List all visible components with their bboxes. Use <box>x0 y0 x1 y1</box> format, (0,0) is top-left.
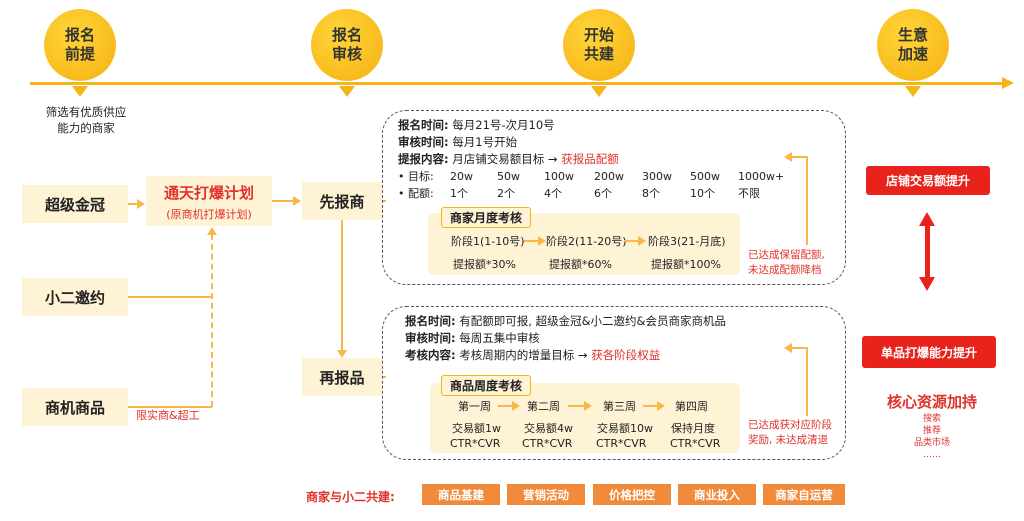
feedback-connector <box>806 348 808 416</box>
tag-marketing: 营销活动 <box>507 484 585 505</box>
monthly-assessment-title: 商家月度考核 <box>441 207 532 228</box>
week-3-metric: CTR*CVR <box>596 437 647 450</box>
cobuild-label: 商家与小二共建: <box>306 490 395 504</box>
stage-circle-1: 报名 前提 <box>44 9 116 81</box>
single-item-boost: 单品打爆能力提升 <box>862 336 996 368</box>
weekly-note: 已达成获对应阶段 奖励, 未达成清退 <box>748 419 832 446</box>
core-resources-title: 核心资源加持 <box>886 393 977 411</box>
monthly-note: 已达成保留配额, 未达成配额降档 <box>748 249 825 276</box>
week-2-value: 交易额4w <box>524 422 573 435</box>
week-3: 第三周 <box>603 400 636 413</box>
source-opportunity-goods: 商机商品 <box>22 388 128 426</box>
stage-description: 筛选有优质供应 能力的商家 <box>45 105 127 135</box>
week-1-value: 交易额1w <box>452 422 501 435</box>
stage-circle-4: 生意 加速 <box>877 9 949 81</box>
stage-circle-3: 开始 共建 <box>563 9 635 81</box>
connector <box>790 347 808 349</box>
core-resources-list: 搜索 推荐 品类市场 …… <box>913 414 950 460</box>
connector <box>790 156 808 158</box>
plan-subtitle: (原商机打爆计划) <box>166 208 252 221</box>
stage-1-value: 提报额*30% <box>453 258 516 271</box>
arrow-left-icon <box>784 343 792 353</box>
stage-3: 阶段3(21-月底) <box>648 235 726 248</box>
connector <box>272 200 294 202</box>
tag-price-control: 价格把控 <box>593 484 671 505</box>
connector <box>128 203 138 205</box>
merchant-signup-panel <box>382 110 846 285</box>
week-2-metric: CTR*CVR <box>522 437 573 450</box>
goods-review-time-line: 审核时间: 每周五集中审核 <box>405 331 540 345</box>
week-4-value: 保持月度 <box>671 422 715 435</box>
stage-1: 阶段1(1-10号) <box>451 235 525 248</box>
stage-pin-1 <box>72 86 88 97</box>
tag-goods-infra: 商品基建 <box>422 484 500 505</box>
store-gmv-boost: 店铺交易额提升 <box>866 166 990 195</box>
double-arrow-shaft <box>925 225 930 277</box>
arrow-right-icon <box>538 236 546 246</box>
arrow-up-icon <box>207 227 217 235</box>
arrow-right-icon <box>512 401 520 411</box>
source-staff-invite: 小二邀约 <box>22 278 128 316</box>
arrow-left-icon <box>784 152 792 162</box>
source-note: 限实商&超工 <box>136 409 200 422</box>
goods-signup-time-line: 报名时间: 有配额即可报, 超级金冠&小二邀约&会员商家商机品 <box>405 314 727 328</box>
step-first-merchant: 先报商 <box>302 182 382 220</box>
plan-box: 通天打爆计划 (原商机打爆计划) <box>146 176 272 226</box>
stage-2-value: 提报额*60% <box>549 258 612 271</box>
stage-pin-2 <box>339 86 355 97</box>
goods-signup-panel <box>382 306 846 460</box>
source-super-crown: 超级金冠 <box>22 185 128 223</box>
week-3-value: 交易额10w <box>597 422 653 435</box>
goods-assess-content-line: 考核内容: 考核周期内的增量目标 → 获各阶段权益 <box>405 348 661 362</box>
arrow-right-icon <box>137 199 145 209</box>
connector <box>624 240 638 242</box>
connector <box>382 376 386 378</box>
tag-commercial-investment: 商业投入 <box>678 484 756 505</box>
arrow-down-icon <box>919 277 935 291</box>
arrow-right-icon <box>584 401 592 411</box>
connector <box>568 405 584 407</box>
connector <box>498 405 512 407</box>
connector <box>128 406 212 408</box>
tag-self-operation: 商家自运营 <box>763 484 845 505</box>
connector <box>643 405 657 407</box>
timeline-arrow-icon <box>1002 77 1014 89</box>
target-row: • 目标: 20w 50w 100w 200w 300w 500w 1000w+ <box>398 170 785 183</box>
dashed-connector <box>211 234 213 407</box>
stage-2: 阶段2(11-20号) <box>546 235 627 248</box>
stage-pin-3 <box>591 86 607 97</box>
week-4: 第四周 <box>675 400 708 413</box>
stage-circle-2: 报名 审核 <box>311 9 383 81</box>
connector <box>128 296 212 298</box>
week-4-metric: CTR*CVR <box>670 437 721 450</box>
arrow-right-icon <box>638 236 646 246</box>
plan-title: 通天打爆计划 <box>163 184 254 202</box>
week-2: 第二周 <box>527 400 560 413</box>
connector <box>524 240 538 242</box>
weekly-assessment-title: 商品周度考核 <box>441 375 532 396</box>
arrow-down-icon <box>337 350 347 358</box>
submit-content-line: 提报内容: 月店铺交易额目标 → 获报品配额 <box>398 152 619 166</box>
feedback-connector <box>806 157 808 245</box>
review-time-line: 审核时间: 每月1号开始 <box>398 135 518 149</box>
connector <box>341 220 343 350</box>
connector <box>382 200 386 202</box>
arrow-right-icon <box>293 196 301 206</box>
quota-row: • 配额: 1个 2个 4个 6个 8个 10个 不限 <box>398 187 760 200</box>
timeline-line <box>30 82 1005 85</box>
arrow-right-icon <box>657 401 665 411</box>
arrow-up-icon <box>919 212 935 226</box>
signup-time-line: 报名时间: 每月21号-次月10号 <box>398 118 555 132</box>
stage-pin-4 <box>905 86 921 97</box>
week-1: 第一周 <box>458 400 491 413</box>
week-1-metric: CTR*CVR <box>450 437 501 450</box>
stage-3-value: 提报额*100% <box>651 258 721 271</box>
step-then-goods: 再报品 <box>302 358 382 396</box>
